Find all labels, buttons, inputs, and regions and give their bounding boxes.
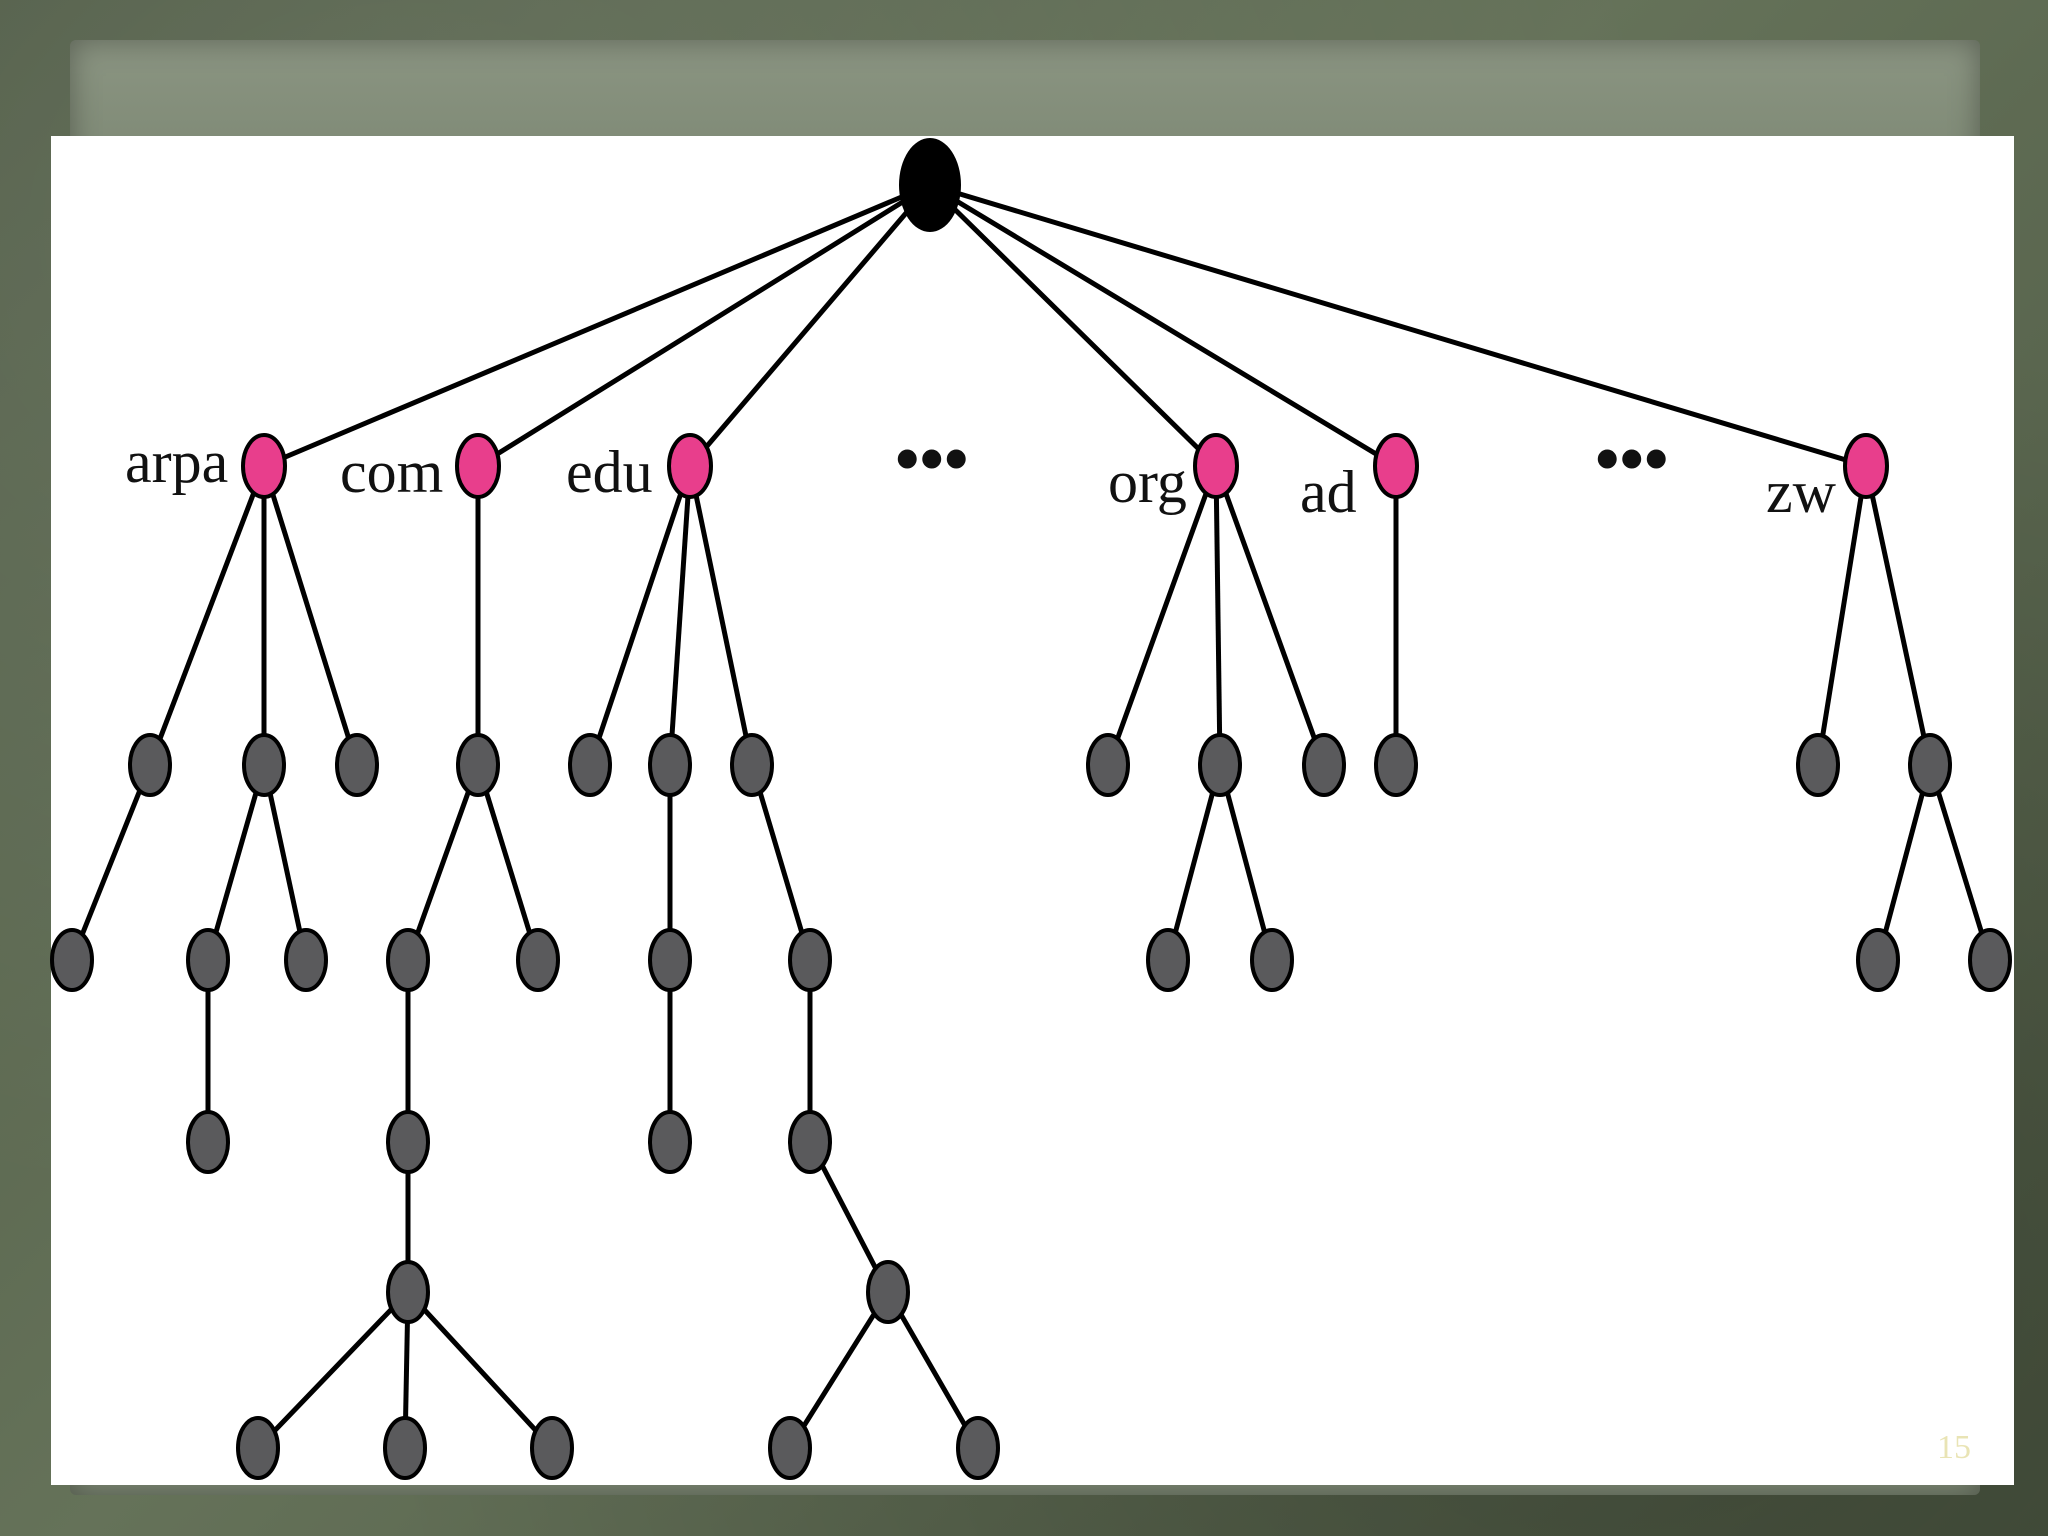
- tree-edge-c1-c11: [405, 764, 481, 961]
- tree-edge-a2-a21: [205, 764, 267, 961]
- tree-edge-zw-z2: [1863, 465, 1933, 766]
- tree-edge-arpa-a1: [147, 465, 267, 766]
- tld-label-arpa: arpa: [125, 429, 228, 495]
- tree-edge-root-edu: [688, 183, 932, 468]
- tree-edges: [69, 182, 1993, 1450]
- tree-node-o21: [1146, 928, 1190, 992]
- tree-node-o22: [1250, 928, 1294, 992]
- tree-nodes: [50, 138, 2012, 1480]
- ellipsis-right: •••: [1595, 421, 1669, 498]
- tree-node-e311: [788, 1110, 832, 1174]
- tree-node-ad1: [1374, 733, 1418, 797]
- tld-node-edu: [667, 433, 713, 499]
- tld-node-com: [455, 433, 501, 499]
- tree-edge-org-o2: [1213, 465, 1223, 766]
- tree-node-c12: [516, 928, 560, 992]
- tree-edge-a2-a22: [261, 764, 309, 961]
- tree-node-e31111: [768, 1416, 812, 1480]
- tld-label-edu: edu: [566, 439, 653, 505]
- tree-edge-root-com: [476, 182, 932, 469]
- tree-edge-root-ad: [928, 182, 1398, 469]
- tree-node-o2: [1198, 733, 1242, 797]
- page-number: 15: [1937, 1429, 1971, 1466]
- tld-node-ad: [1373, 433, 1419, 499]
- tree-edge-e3-e31: [749, 764, 813, 961]
- tree-edge-c1-c12: [475, 764, 541, 961]
- tree-edge-root-arpa: [263, 182, 931, 469]
- tld-label-ad: ad: [1300, 459, 1357, 525]
- tree-edge-z2-z22: [1927, 764, 1993, 961]
- tree-node-e21: [648, 928, 692, 992]
- tree-node-c11: [386, 928, 430, 992]
- tree-node-e3111: [866, 1260, 910, 1324]
- tree-edge-org-o3: [1213, 465, 1327, 766]
- tree-node-c1: [456, 733, 500, 797]
- tree-edge-edu-e2: [667, 465, 693, 766]
- tree-node-e31: [788, 928, 832, 992]
- tree-edge-z2-z21: [1875, 764, 1933, 961]
- tree-edge-e3111-e31111: [787, 1290, 891, 1450]
- tree-node-z21: [1856, 928, 1900, 992]
- tld-label-org: org: [1108, 449, 1187, 515]
- tld-node-org: [1193, 433, 1239, 499]
- tree-node-e3: [730, 733, 774, 797]
- tree-edge-org-o1: [1105, 465, 1219, 766]
- tree-node-c11112: [383, 1416, 427, 1480]
- tree-node-a22: [284, 928, 328, 992]
- tld-node-zw: [1843, 433, 1889, 499]
- tree-node-a3: [335, 733, 379, 797]
- tld-node-arpa: [241, 433, 287, 499]
- tree-node-c11111: [236, 1416, 280, 1480]
- tree-edge-e3111-e31112: [885, 1290, 981, 1450]
- tree-edge-root-zw: [929, 182, 1867, 469]
- tree-edge-arpa-a3: [261, 465, 360, 766]
- tree-node-o3: [1302, 733, 1346, 797]
- tree-node-z22: [1968, 928, 2012, 992]
- tree-node-a211: [186, 1110, 230, 1174]
- tree-node-e211: [648, 1110, 692, 1174]
- tree-node-e2: [648, 733, 692, 797]
- tree-node-a2: [242, 733, 286, 797]
- tree-node-c1111: [386, 1260, 430, 1324]
- tree-node-z1: [1796, 733, 1840, 797]
- ellipsis-left: •••: [895, 421, 969, 498]
- tree-edge-edu-e3: [687, 465, 755, 766]
- tree-edge-edu-e1: [587, 465, 693, 766]
- slide-content-area: [51, 136, 2014, 1485]
- tree-node-o1: [1086, 733, 1130, 797]
- tree-edge-o2-o21: [1165, 764, 1223, 961]
- tld-label-com: com: [340, 439, 443, 505]
- tree-edge-root-org: [928, 183, 1218, 468]
- root-node: [899, 138, 961, 232]
- tree-node-c111: [386, 1110, 430, 1174]
- tree-edge-o2-o22: [1217, 764, 1275, 961]
- tree-node-a11: [50, 928, 94, 992]
- tree-node-e31112: [956, 1416, 1000, 1480]
- tree-node-e1: [568, 733, 612, 797]
- tree-node-z2: [1908, 733, 1952, 797]
- tld-label-zw: zw: [1766, 459, 1837, 525]
- tree-edge-a1-a11: [69, 764, 153, 961]
- tree-edge-c1111-c11111: [256, 1290, 410, 1450]
- tree-edge-c1111-c11113: [406, 1290, 554, 1450]
- tree-node-a21: [186, 928, 230, 992]
- tree-node-a1: [128, 733, 172, 797]
- tree-node-c11113: [530, 1416, 574, 1480]
- tree-edge-zw-z1: [1815, 465, 1869, 766]
